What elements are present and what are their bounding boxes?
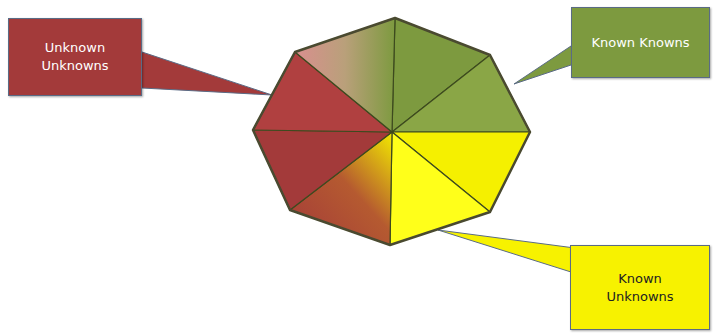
callout-pointer bbox=[120, 52, 272, 95]
callout-box: Known Knowns bbox=[571, 7, 710, 78]
callout-text: Known Unknowns bbox=[590, 270, 690, 305]
callout-box: Known Unknowns bbox=[570, 245, 710, 330]
octagon-outline bbox=[253, 18, 530, 245]
segment bbox=[253, 130, 392, 210]
callout-box: Unknown Unknowns bbox=[8, 18, 142, 96]
callout-text: Known Knowns bbox=[591, 34, 689, 52]
callout-pointer bbox=[438, 230, 590, 278]
callout-text: Unknown Unknowns bbox=[28, 39, 122, 74]
